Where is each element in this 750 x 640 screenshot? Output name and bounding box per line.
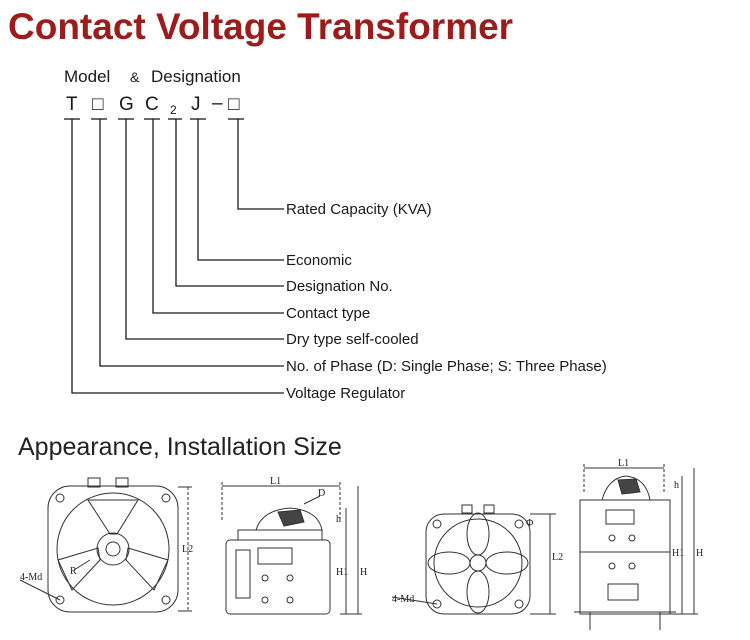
legend-rated-capacity: Rated Capacity (KVA) xyxy=(286,201,432,218)
designation-tree: Model & Designation T □ G C 2 J – □ Rate… xyxy=(64,67,607,402)
code-char-c: C xyxy=(145,94,159,115)
dim-h1-three: H1 xyxy=(672,548,684,559)
legend-dry-type: Dry type self-cooled xyxy=(286,331,419,348)
drawing-single-top xyxy=(19,477,192,613)
dim-phi-three: Φ xyxy=(526,518,533,529)
dim-md-three: 4-Md xyxy=(392,594,414,605)
dim-h-small-single: h xyxy=(336,514,341,525)
legend-economic: Economic xyxy=(286,252,352,269)
model-heading-word2: Designation xyxy=(151,67,241,86)
dim-h-small-three: h xyxy=(674,480,679,491)
dim-hh-single: H xyxy=(360,567,367,578)
legend-voltage-regulator: Voltage Regulator xyxy=(286,385,405,402)
code-char-box2: □ xyxy=(228,94,240,115)
code-char-2: 2 xyxy=(170,103,177,117)
model-heading-amp: & xyxy=(130,69,140,85)
legend-phase: No. of Phase (D: Single Phase; S: Three … xyxy=(286,358,607,375)
legend-designation-no: Designation No. xyxy=(286,278,393,295)
dim-l1-single: L1 xyxy=(270,476,281,487)
dim-h1-single: H1 xyxy=(336,567,348,578)
page-title: Contact Voltage Transformer xyxy=(8,6,514,47)
code-char-t: T xyxy=(66,94,78,115)
model-heading-word1: Model xyxy=(64,67,110,86)
legend-contact-type: Contact type xyxy=(286,305,370,322)
dim-md-single: 4-Md xyxy=(20,572,42,583)
tree-lines xyxy=(64,118,284,394)
dim-l2-three: L2 xyxy=(552,552,563,563)
dim-d-single: D xyxy=(318,488,325,499)
dim-hh-three: H xyxy=(696,548,703,559)
code-char-g: G xyxy=(119,94,134,115)
appearance-heading: Appearance, Installation Size xyxy=(18,433,342,461)
code-char-j: J xyxy=(191,94,201,115)
dim-r-single: R xyxy=(70,566,77,577)
dim-l1-three: L1 xyxy=(618,458,629,469)
dim-l2-single: L2 xyxy=(182,544,193,555)
drawing-single-front xyxy=(221,482,362,615)
drawing-three-front xyxy=(574,464,698,630)
drawing-three-top xyxy=(391,504,556,615)
code-char-box1: □ xyxy=(92,94,104,115)
code-char-dash: – xyxy=(212,93,223,114)
